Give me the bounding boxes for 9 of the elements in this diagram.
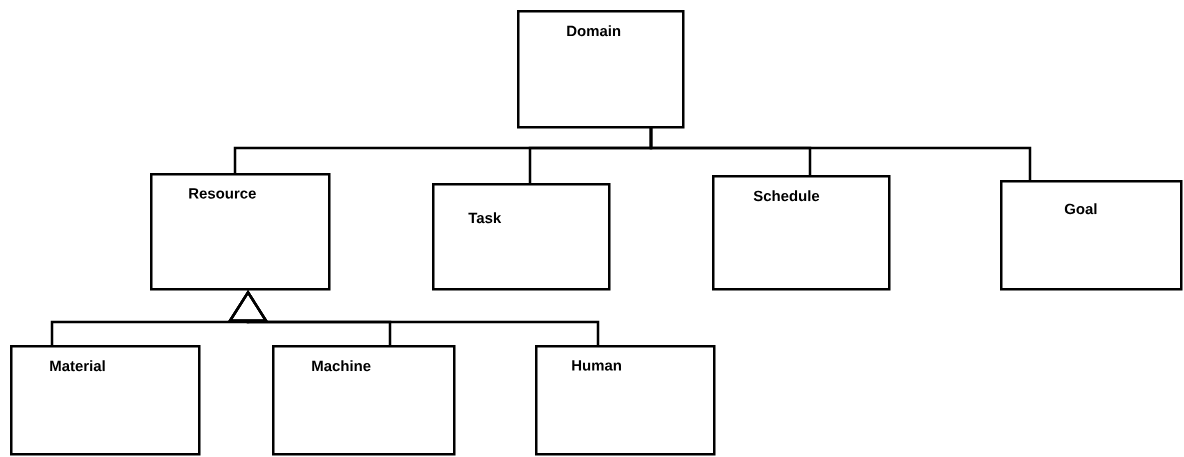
class-box: Task <box>432 183 611 291</box>
class-box: Resource <box>150 173 331 291</box>
connector <box>649 128 1032 180</box>
class-box: Goal <box>1000 180 1183 291</box>
class-box: Material <box>10 345 201 456</box>
class-box: Human <box>535 345 716 456</box>
class-box: Schedule <box>712 175 891 291</box>
class-box: Domain <box>517 10 685 129</box>
class-box: Machine <box>272 345 456 456</box>
